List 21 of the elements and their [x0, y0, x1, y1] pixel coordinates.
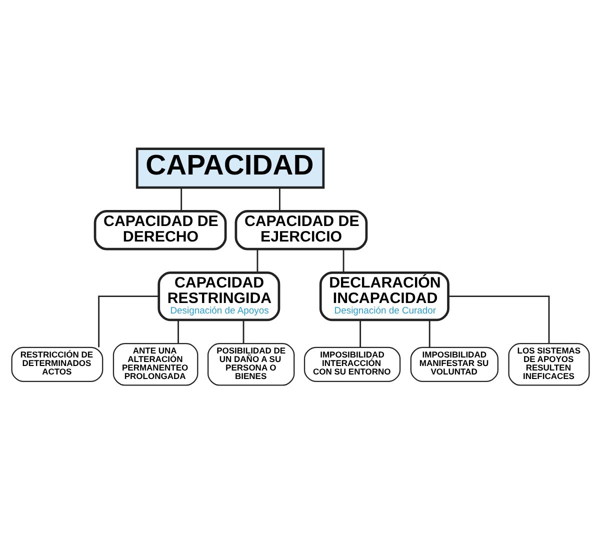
node-box: IMPOSIBILIDAD MANIFESTAR SU VOLUNTAD — [410, 346, 498, 382]
node-box: CAPACIDAD DE EJERCICIO — [234, 210, 368, 250]
node-box: DECLARACIÓN INCAPACIDAD Designación de Curador — [319, 271, 450, 321]
connector — [98, 295, 159, 347]
node-box: CAPACIDAD DE DERECHO — [94, 210, 227, 250]
connector — [360, 320, 362, 347]
node-box: RESTRICCIÓN DE DETERMINADOS ACTOS — [11, 346, 104, 382]
node-box: POSIBILIDAD DE UN DAÑO A SU PERSONA O BIENES — [207, 342, 295, 386]
connector — [448, 295, 550, 343]
connector — [178, 320, 179, 343]
node-box: LOS SISTEMAS DE APOYOS RESULTEN INEFICACES — [508, 342, 590, 386]
connector — [242, 320, 244, 343]
connector — [428, 320, 430, 347]
connector — [278, 187, 280, 210]
node-box: ANTE UNA ALTERACIÓN PERMANENTEO PROLONGADA — [112, 342, 198, 386]
node-box: IMPOSIBILIDAD INTERACCIÓN CON SU ENTORNO — [304, 346, 401, 382]
connector — [180, 187, 182, 210]
connector — [256, 248, 258, 272]
node-box: CAPACIDAD — [136, 147, 325, 188]
connector — [342, 248, 344, 272]
node-box: CAPACIDAD RESTRINGIDA Designación de Apoyos — [158, 271, 280, 321]
